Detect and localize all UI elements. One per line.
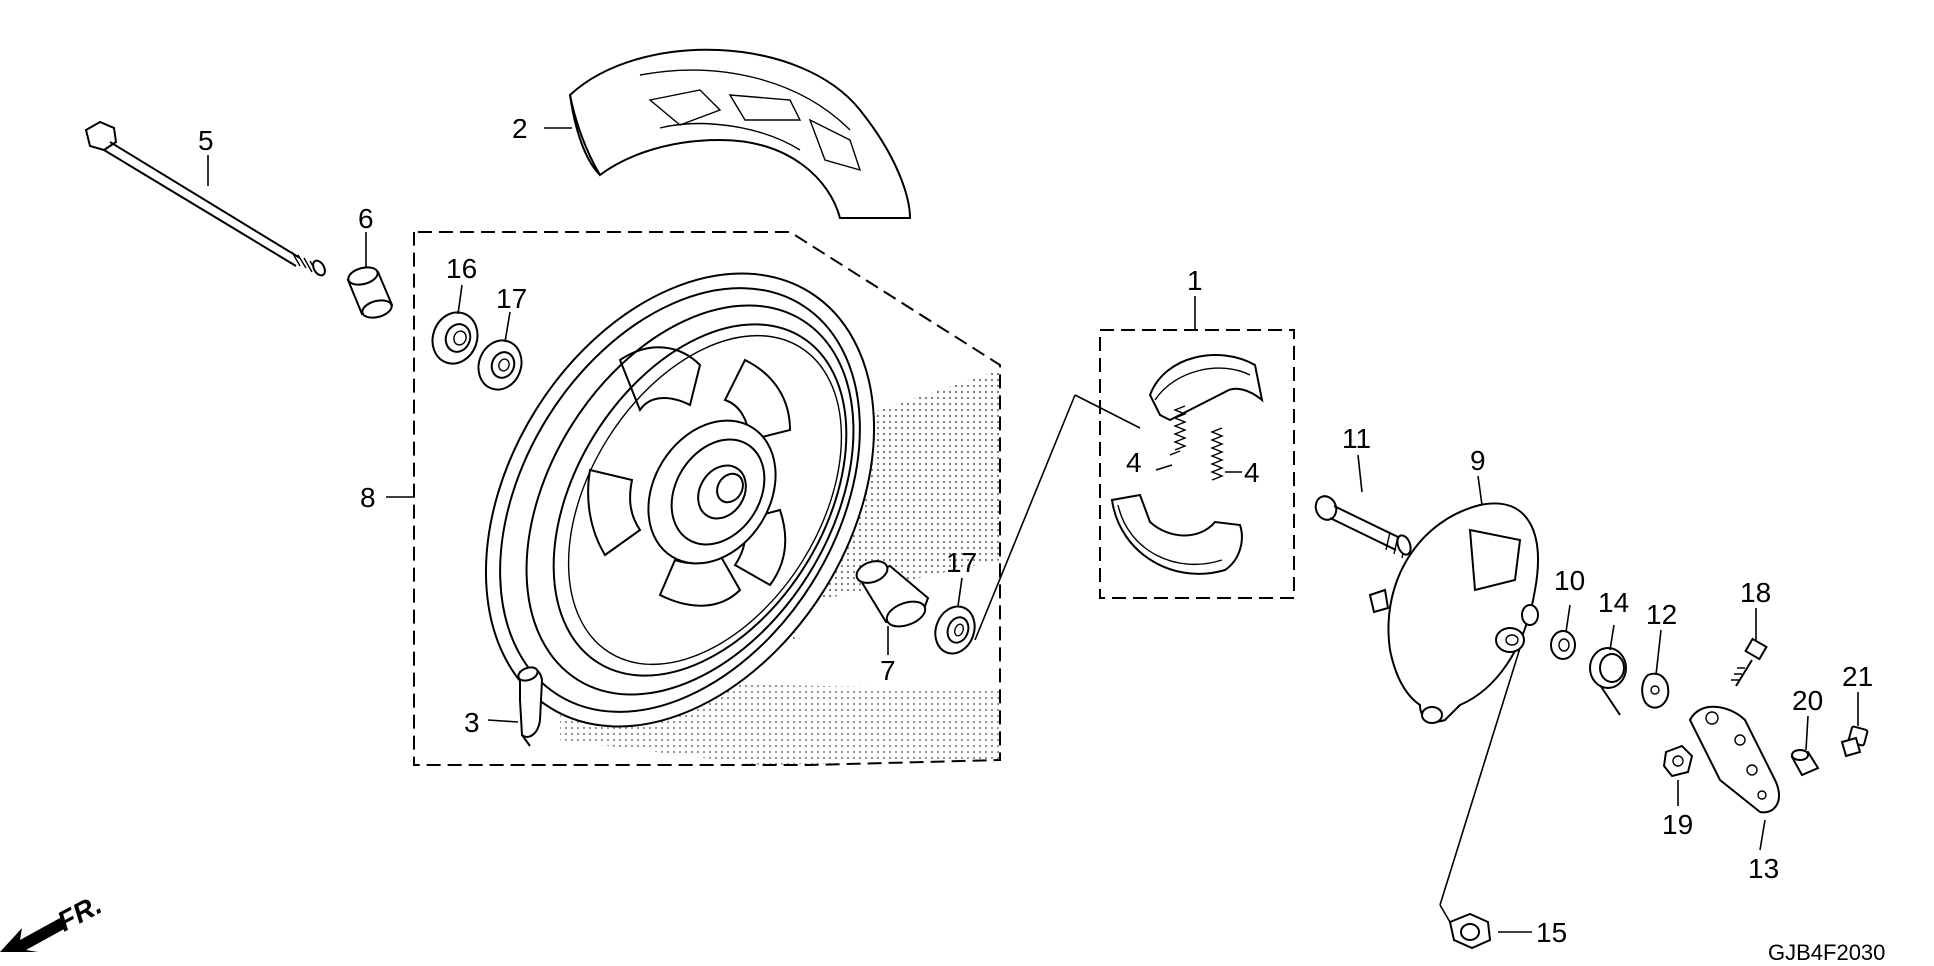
callout-numbers: 1 2 3 4 4 5 6 7 8 9 10 11 12 13 14 15 16… xyxy=(198,113,1873,948)
tire-part-2 xyxy=(568,48,912,219)
callout-15: 15 xyxy=(1536,917,1567,948)
wheel-rim-part-8 xyxy=(484,272,876,728)
front-direction-arrow-icon xyxy=(0,918,66,952)
callout-11: 11 xyxy=(1342,423,1371,454)
brake-shoe-lower xyxy=(1110,493,1243,575)
callout-leaders xyxy=(207,127,1859,933)
pin-part-20 xyxy=(1790,749,1820,777)
valve-part-3 xyxy=(517,666,544,747)
callout-2: 2 xyxy=(512,113,528,144)
callout-8: 8 xyxy=(360,482,376,513)
callout-13: 13 xyxy=(1748,853,1779,884)
callout-7: 7 xyxy=(880,655,896,686)
nut-part-19 xyxy=(1662,744,1694,778)
collar-part-6 xyxy=(346,266,394,319)
callout-4-right: 4 xyxy=(1244,457,1260,488)
callout-19: 19 xyxy=(1662,809,1693,840)
callout-17-left: 17 xyxy=(496,283,527,314)
callout-4-left: 4 xyxy=(1126,447,1142,478)
axle-bolt-part-5 xyxy=(84,120,326,277)
brake-panel-part-9 xyxy=(1368,502,1539,724)
bearing-part-16 xyxy=(431,311,479,365)
brake-shoe-set-box xyxy=(974,329,1295,641)
callout-17-right: 17 xyxy=(946,547,977,578)
distance-collar-part-7 xyxy=(855,560,930,628)
bolt-part-18 xyxy=(1731,637,1768,687)
wheel-assembly-box xyxy=(413,231,1001,766)
callout-10: 10 xyxy=(1554,565,1585,596)
washer-part-10 xyxy=(1550,630,1576,660)
brake-shoe-upper xyxy=(1148,354,1264,422)
callout-14: 14 xyxy=(1598,587,1629,618)
callout-21: 21 xyxy=(1842,661,1873,692)
brake-spring-part-4-left xyxy=(1169,405,1187,456)
dust-seal-part-17-right xyxy=(934,605,976,655)
bolt-part-21 xyxy=(1840,725,1869,758)
brake-arm-part-13 xyxy=(1688,705,1780,814)
callout-12: 12 xyxy=(1646,599,1677,630)
callout-20: 20 xyxy=(1792,685,1823,716)
brake-spring-part-4-right xyxy=(1210,427,1224,481)
callout-9: 9 xyxy=(1470,445,1486,476)
callout-16: 16 xyxy=(446,253,477,284)
callout-3: 3 xyxy=(464,707,480,738)
brake-cam-part-11 xyxy=(1314,495,1412,559)
callout-6: 6 xyxy=(358,203,374,234)
wear-indicator-part-12 xyxy=(1641,672,1670,709)
drawing-code: GJB4F2030 xyxy=(1768,940,1885,965)
callout-1: 1 xyxy=(1187,265,1203,296)
return-spring-part-14 xyxy=(1589,647,1627,716)
callout-18: 18 xyxy=(1740,577,1771,608)
dust-seal-part-17-left xyxy=(477,339,523,391)
flange-nut-part-15 xyxy=(1439,647,1521,950)
callout-5: 5 xyxy=(198,125,214,156)
